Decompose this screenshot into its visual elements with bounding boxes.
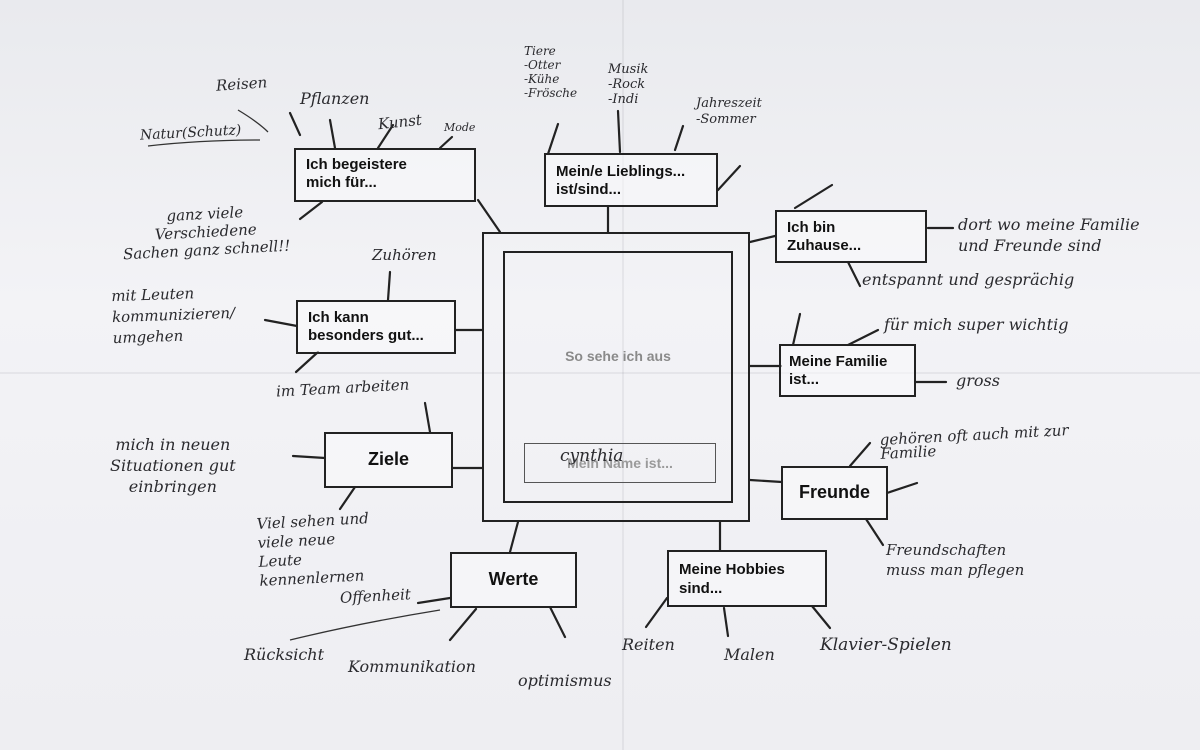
portrait-label: So sehe ich aus: [565, 348, 671, 364]
note-zuhoeren: Zuhören: [372, 246, 437, 264]
note-gross: gross: [956, 371, 1000, 390]
box-zuhause: Ich bin Zuhause...: [775, 210, 927, 263]
note-klavier: Klavier-Spielen: [820, 635, 952, 655]
name-box: Mein Name ist...: [524, 443, 716, 483]
portrait-frame-outer: [482, 232, 750, 522]
note-entspannt: entspannt und gesprächig: [862, 270, 1075, 289]
note-musik: Musik -Rock -Indi: [608, 62, 649, 107]
box-werte-label: Werte: [488, 569, 539, 589]
note-dort-wo: dort wo meine Familie und Freunde sind: [958, 215, 1140, 255]
note-mit-leuten: mit Leuten kommunizieren/ umgehen: [110, 284, 236, 348]
box-meine-hobbies: Meine Hobbies sind...: [667, 550, 827, 607]
note-pflanzen: Pflanzen: [300, 89, 370, 108]
box-werte: Werte: [450, 552, 577, 608]
box-meine-familie: Meine Familie ist...: [779, 344, 916, 397]
note-kommunikation: Kommunikation: [348, 657, 476, 676]
box-ich-begeistere-label: Ich begeistere mich für...: [306, 156, 407, 191]
note-reiten: Reiten: [622, 635, 675, 654]
note-freundschaften: Freundschaften muss man pflegen: [886, 541, 1025, 579]
paper-fold-vertical: [622, 0, 624, 750]
note-ganz-viele: ganz viele Verschiedene Sachen ganz schn…: [122, 203, 291, 264]
note-mich-in: mich in neuen Situationen gut einbringen: [110, 435, 236, 496]
box-ziele-label: Ziele: [367, 449, 410, 469]
note-tiere: Tiere -Otter -Kühe -Frösche: [524, 44, 578, 100]
note-malen: Malen: [724, 645, 775, 664]
note-viel-sehen: Viel sehen und viele neue Leute kennenle…: [256, 509, 370, 590]
box-freunde: Freunde: [781, 466, 888, 520]
note-optimismus: optimismus: [518, 671, 612, 690]
box-ziele: Ziele: [324, 432, 453, 488]
box-ich-begeistere: Ich begeistere mich für...: [294, 148, 476, 202]
box-lieblings: Mein/e Lieblings... ist/sind...: [544, 153, 718, 207]
box-zuhause-label: Ich bin Zuhause...: [787, 219, 862, 254]
portrait-frame-inner: [503, 251, 733, 503]
note-fuer-mich: für mich super wichtig: [884, 315, 1069, 334]
box-ich-kann: Ich kann besonders gut...: [296, 300, 456, 354]
name-prompt: Mein Name ist...: [567, 455, 673, 471]
box-ich-kann-label: Ich kann besonders gut...: [308, 309, 424, 344]
note-mode: Mode: [444, 121, 476, 134]
note-offenheit: Offenheit: [339, 585, 412, 607]
paper-fold-horizontal: [0, 372, 1200, 374]
name-handwritten: cynthia: [560, 446, 624, 466]
box-freunde-label: Freunde: [798, 482, 870, 502]
box-meine-familie-label: Meine Familie ist...: [789, 353, 888, 388]
note-jahreszeit: Jahreszeit -Sommer: [696, 96, 762, 127]
note-reisen: Reisen: [215, 73, 268, 95]
note-ruecksicht: Rücksicht: [244, 645, 325, 664]
box-meine-hobbies-label: Meine Hobbies sind...: [679, 561, 785, 597]
box-lieblings-label: Mein/e Lieblings... ist/sind...: [556, 163, 686, 198]
